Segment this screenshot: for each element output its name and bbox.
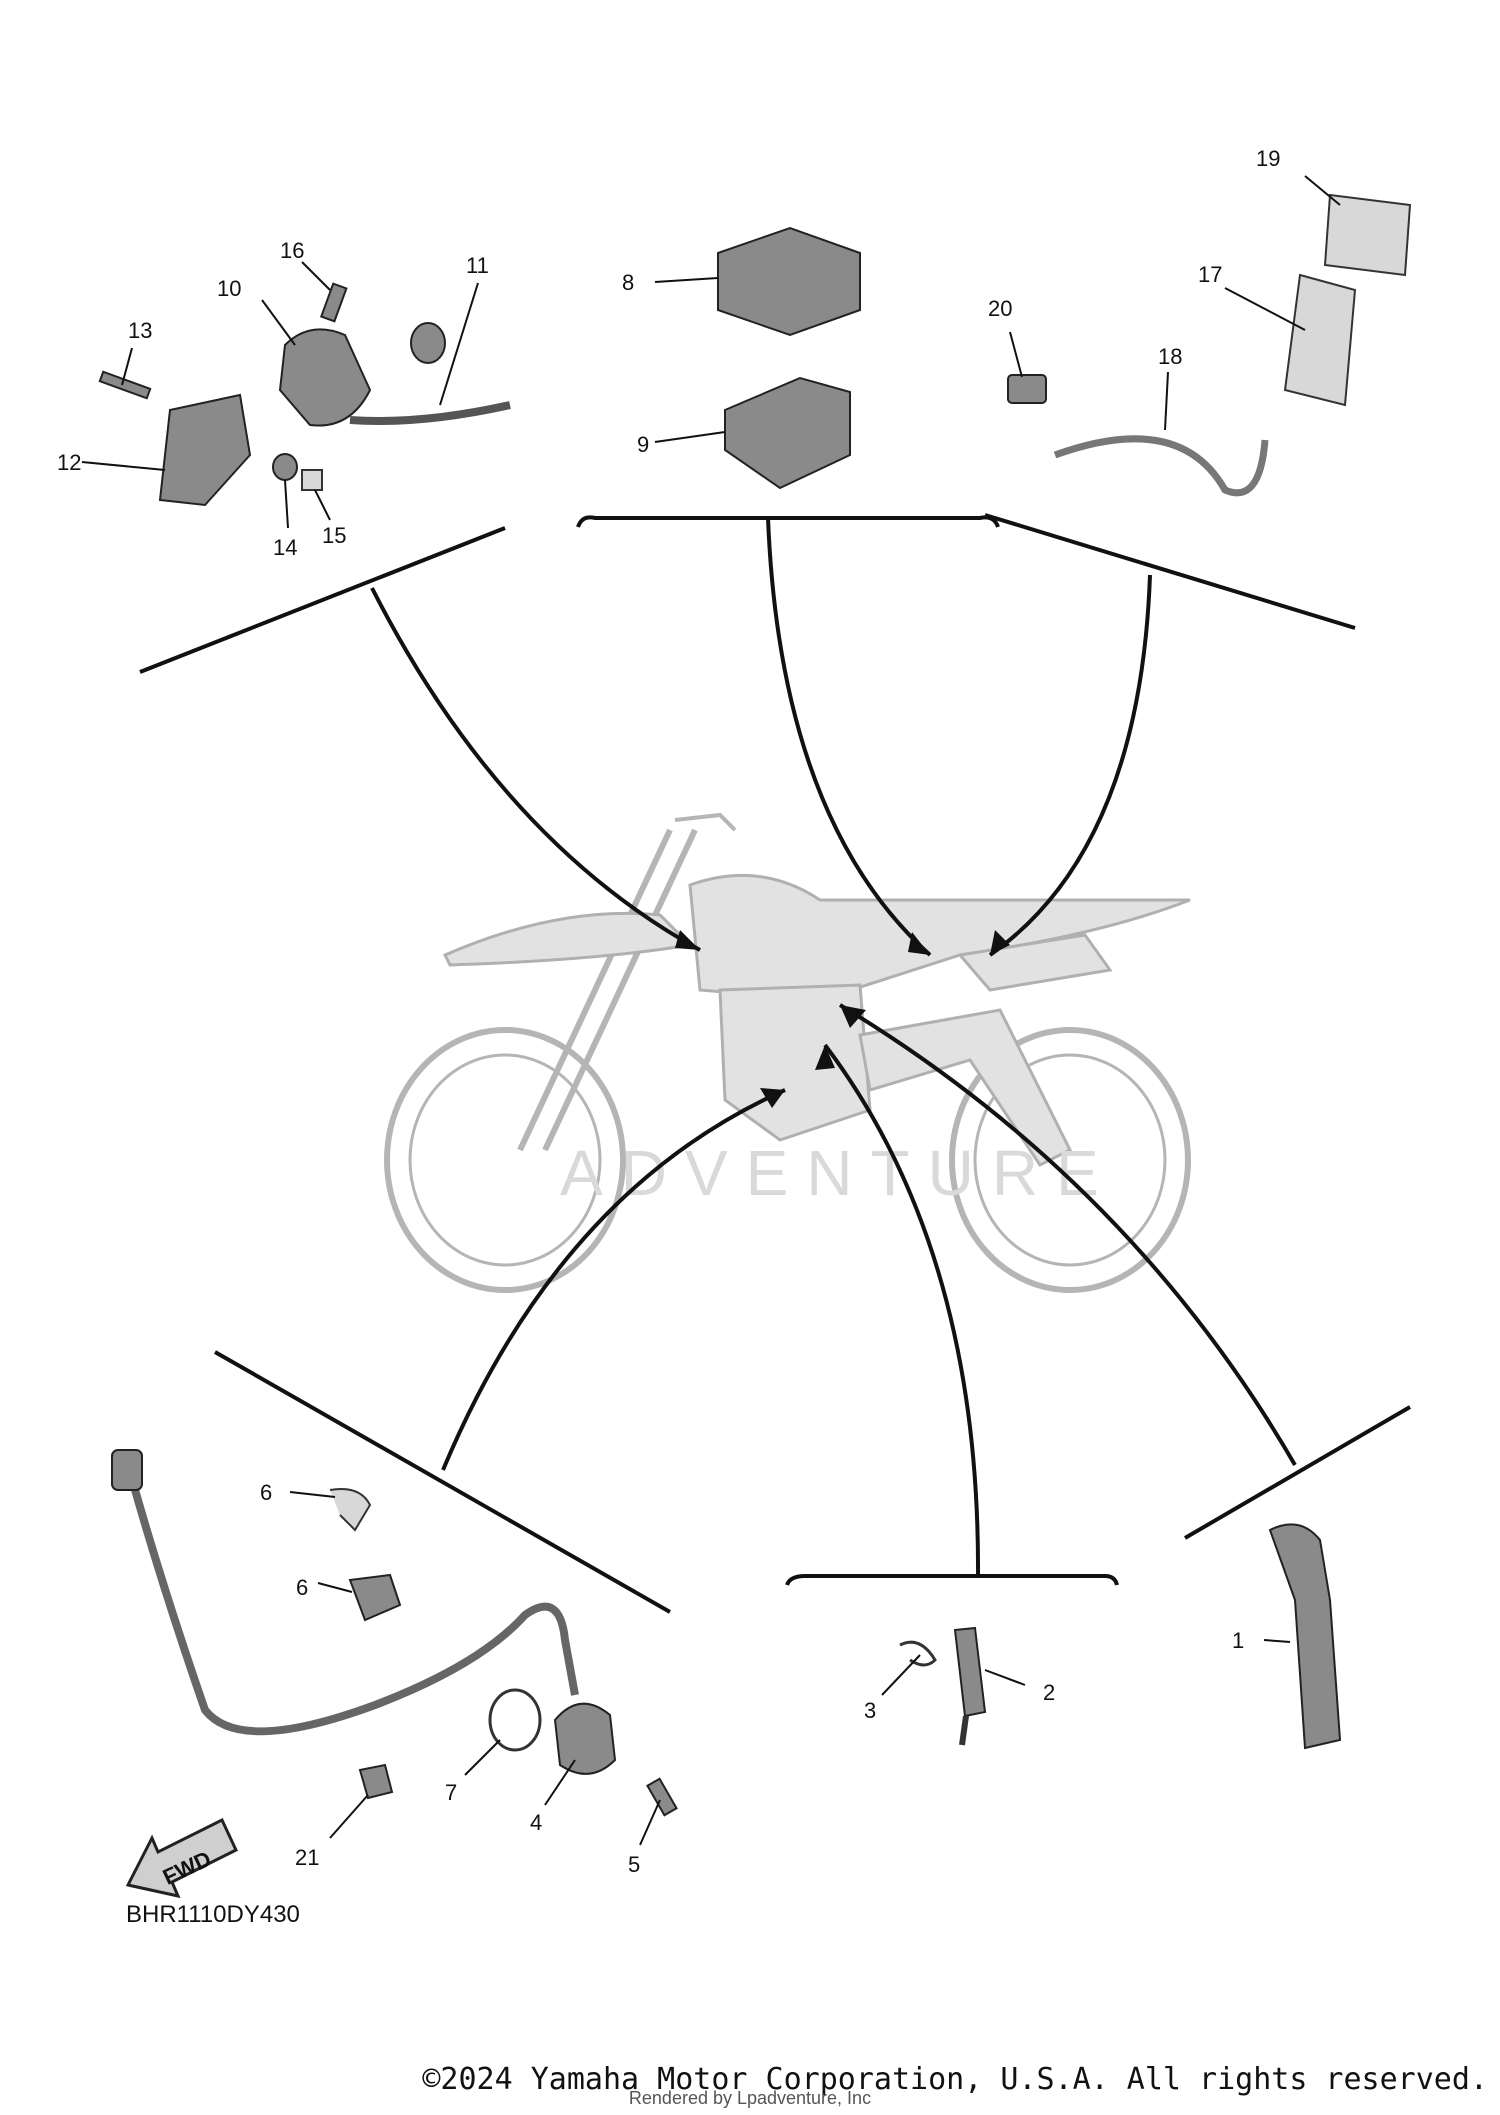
frame-bottom-middle — [785, 1574, 1119, 1586]
callout-3: 3 — [864, 1698, 876, 1723]
callout-16: 16 — [280, 238, 304, 263]
coil-bracket-group — [98, 282, 511, 507]
fwd-arrow-icon: FWD — [125, 1817, 238, 1899]
front-fork — [517, 828, 673, 1152]
callout-9: 9 — [637, 432, 649, 457]
temp-sensor-group — [899, 1626, 987, 1746]
callout-19: 19 — [1256, 146, 1280, 171]
arrow-top-middle — [766, 517, 932, 957]
clamp-part-6b — [348, 1573, 402, 1622]
swingarm — [858, 1008, 1073, 1167]
group-frames — [139, 513, 1412, 1614]
collar-part-15 — [301, 469, 323, 491]
callout-21: 21 — [295, 1845, 319, 1870]
callout-15: 15 — [322, 523, 346, 548]
rendered-by-note: Rendered by Lpadventure, Inc — [628, 2088, 872, 2108]
seat-and-tank — [688, 873, 1191, 1002]
plug-cap-part-1 — [1268, 1523, 1342, 1750]
callout-7: 7 — [445, 1780, 457, 1805]
frame-top-middle — [576, 515, 1000, 528]
clip-part-3 — [899, 1640, 937, 1667]
lead-wire — [124, 1463, 579, 1736]
front-wheel — [384, 1027, 626, 1293]
copyright-footer: ©2024 Yamaha Motor Corporation, U.S.A. A… — [422, 2062, 1488, 2097]
harness-part-18 — [1053, 435, 1269, 497]
callout-2: 2 — [1043, 1680, 1055, 1705]
coil-part-10 — [278, 328, 372, 427]
frame-top-left — [139, 526, 506, 674]
arrow-top-left — [370, 587, 701, 952]
component-part-19 — [1323, 193, 1412, 277]
bolt-part-13 — [98, 370, 152, 400]
sensor-part-20 — [1007, 374, 1047, 404]
bolt-part-16 — [319, 282, 348, 323]
arrow-top-right — [988, 574, 1152, 957]
callout-10: 10 — [217, 276, 241, 301]
arrow-bottom-right — [838, 1003, 1297, 1467]
callout-6-lower: 6 — [296, 1575, 308, 1600]
o-ring-part-7 — [488, 1688, 542, 1752]
bolt-part-5 — [646, 1777, 678, 1817]
ecu-part-8 — [717, 226, 861, 337]
callout-14: 14 — [273, 535, 297, 560]
callout-20: 20 — [988, 296, 1012, 321]
callout-18: 18 — [1158, 344, 1182, 369]
arrow-bottom-middle — [823, 1043, 981, 1577]
sensor-harness-group — [1007, 193, 1412, 497]
arrow-bottom-left — [441, 1088, 786, 1471]
motorcycle-illustration: ADVENTURE — [384, 812, 1191, 1293]
callout-11: 11 — [466, 253, 489, 278]
frame-top-right — [984, 513, 1356, 630]
callout-5: 5 — [628, 1852, 640, 1877]
frame-bottom-left — [214, 1350, 671, 1614]
callout-1: 1 — [1232, 1628, 1244, 1653]
callout-6-upper: 6 — [260, 1480, 272, 1505]
callout-12: 12 — [57, 450, 81, 475]
wire-connector — [111, 1449, 143, 1491]
callout-4: 4 — [530, 1810, 542, 1835]
ecu-group — [717, 226, 861, 490]
clamp-part-6a — [329, 1488, 372, 1532]
callout-13: 13 — [128, 318, 152, 343]
sensor-part-4 — [553, 1702, 617, 1775]
sensor-part-2 — [953, 1626, 987, 1718]
washer-part-14 — [272, 453, 298, 481]
component-part-17 — [1283, 273, 1357, 407]
bracket-part-12 — [158, 393, 252, 507]
cover-part-9 — [724, 376, 851, 490]
lower-harness-group: FWD — [111, 1449, 678, 1899]
callout-labels: 1 2 3 4 5 6 6 7 8 9 10 11 12 13 14 15 16… — [57, 146, 1280, 1877]
frame-bottom-right — [1183, 1405, 1412, 1540]
rear-wheel — [949, 1027, 1191, 1293]
clamp-part-21 — [358, 1763, 394, 1800]
drawing-code: BHR1110DY430 — [126, 1901, 300, 1928]
muffler — [957, 933, 1113, 992]
leader-lines — [81, 175, 1341, 1846]
callout-8: 8 — [622, 270, 634, 295]
grommet-part-11 — [410, 322, 446, 364]
spark-plug-cap-group — [1268, 1523, 1342, 1750]
handlebar — [674, 812, 737, 832]
callout-17: 17 — [1198, 262, 1222, 287]
